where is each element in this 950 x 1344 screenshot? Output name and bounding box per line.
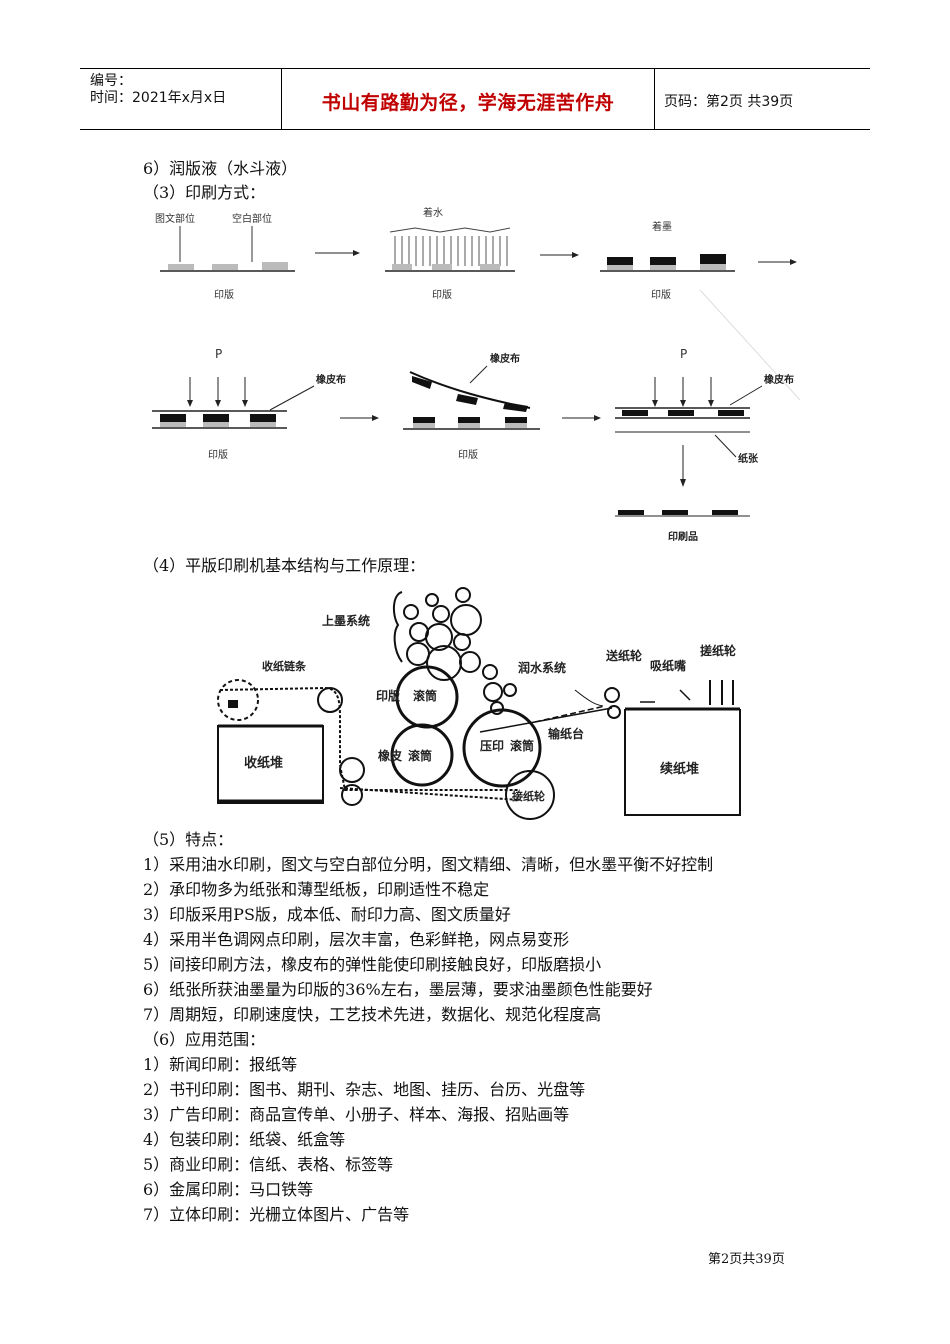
press-label-feed-pile: 续纸堆 (660, 761, 699, 777)
offset-press-diagram: 上墨系统 润水系统 收纸链条 印版 滚筒 橡皮 滚筒 压印 滚筒 输纸台 接纸轮… (217, 587, 741, 820)
section5-title: （5）特点： (143, 830, 234, 849)
section6-title: （6）应用范围： (143, 1030, 266, 1049)
press-label-transfer: 接纸轮 (512, 789, 545, 803)
label-blanket-3: 橡皮布 (764, 373, 794, 386)
press-label-chain: 收纸链条 (262, 659, 307, 673)
document-date-label: 时间：2021年x月x日 (90, 90, 227, 106)
label-blanket-1: 橡皮布 (316, 373, 346, 386)
press-label-impression-cylinder: 滚筒 (510, 738, 534, 753)
label-plate-5: 印版 (458, 448, 478, 461)
label-plate-1: 印版 (214, 288, 234, 301)
section5-item: 6）纸张所获油墨量为印版的36%左右，墨层薄，要求油墨颜色性能要好 (143, 980, 653, 999)
press-label-dampening: 润水系统 (518, 660, 566, 675)
label-plate-2: 印版 (432, 288, 452, 301)
plate-step-3-ink: 着墨 印版 (600, 220, 735, 301)
section6-item: 1）新闻印刷：报纸等 (143, 1055, 298, 1074)
press-label-blanket-cylinder: 滚筒 (408, 748, 432, 763)
press-label-plate-cylinder: 滚筒 (413, 688, 437, 703)
plate-step-2-water: 着水 印版 (385, 206, 515, 301)
press-label-delivery-pile: 收纸堆 (244, 755, 283, 771)
header-page-cell: 页码：第2页 共39页 (654, 69, 870, 129)
section5-item: 3）印版采用PS版，成本低、耐印力高、图文质量好 (143, 905, 511, 924)
section6-item: 4）包装印刷：纸袋、纸盒等 (143, 1130, 346, 1149)
intro-line-printing-method: （3）印刷方式： (143, 183, 266, 202)
section4-title: （4）平版印刷机基本结构与工作原理： (143, 556, 426, 575)
header-motto: 书山有路勤为径，学海无涯苦作舟 (321, 92, 615, 114)
page-header: 编号： 时间：2021年x月x日 书山有路勤为径，学海无涯苦作舟 页码：第2页 … (80, 68, 870, 130)
blanket-step-2: 橡皮布 印版 (403, 352, 540, 461)
page-footer: 第2页共39页 (708, 1252, 785, 1267)
press-label-impression: 压印 (480, 739, 504, 753)
printing-method-diagram: 图文部位 空白部位 印版 着水 印版 着 (152, 206, 801, 543)
header-page-info: 页码：第2页 共39页 (664, 94, 794, 110)
press-label-feed-board: 输纸台 (548, 726, 584, 741)
press-label-inking: 上墨系统 (322, 613, 370, 628)
label-plate-3: 印版 (651, 288, 671, 301)
blanket-step-3-paper: P 橡皮布 纸张 印刷品 (615, 347, 794, 543)
label-blank-area: 空白部位 (232, 212, 272, 225)
section5-item: 5）间接印刷方法，橡皮布的弹性能使印刷接触良好，印版磨损小 (143, 955, 602, 974)
section5-item: 7）周期短，印刷速度快，工艺技术先进，数据化、规范化程度高 (143, 1005, 602, 1024)
section5-item: 2）承印物多为纸张和薄型纸板，印刷适性不稳定 (143, 880, 490, 899)
section6-item: 5）商业印刷：信纸、表格、标签等 (143, 1155, 394, 1174)
press-label-suction: 吸纸嘴 (650, 658, 686, 673)
press-label-blanket: 橡皮 (378, 748, 402, 763)
section6-item: 7）立体印刷：光栅立体图片、广告等 (143, 1205, 410, 1224)
label-image-area: 图文部位 (155, 212, 195, 225)
blanket-step-1: P 橡皮布 印版 (152, 347, 346, 461)
label-pressure-1: P (215, 347, 222, 361)
section6-item: 6）金属印刷：马口铁等 (143, 1180, 314, 1199)
press-label-separator: 搓纸轮 (700, 643, 737, 658)
label-water: 着水 (423, 206, 443, 219)
press-label-plate: 印版 (376, 688, 400, 703)
label-plate-4: 印版 (208, 448, 228, 461)
section5-item: 4）采用半色调网点印刷，层次丰富，色彩鲜艳，网点易变形 (143, 930, 570, 949)
label-blanket-2: 橡皮布 (490, 352, 520, 365)
press-label-feed-roller: 送纸轮 (605, 648, 643, 663)
plate-step-1: 图文部位 空白部位 印版 (155, 212, 295, 301)
section5-item: 1）采用油水印刷，图文与空白部位分明，图文精细、清晰，但水墨平衡不好控制 (143, 855, 714, 874)
label-paper: 纸张 (738, 452, 759, 465)
intro-line-dampening: 6）润版液（水斗液） (143, 159, 298, 178)
label-pressure-2: P (680, 347, 687, 361)
header-motto-cell: 书山有路勤为径，学海无涯苦作舟 (281, 69, 655, 129)
label-printed-product: 印刷品 (668, 530, 698, 543)
document-number-label: 编号： (90, 73, 132, 89)
section6-item: 2）书刊印刷：图书、期刊、杂志、地图、挂历、台历、光盘等 (143, 1080, 586, 1099)
section6-item: 3）广告印刷：商品宣传单、小册子、样本、海报、招贴画等 (143, 1105, 570, 1124)
label-ink: 着墨 (652, 220, 672, 233)
header-meta-cell: 编号： 时间：2021年x月x日 (80, 69, 281, 129)
